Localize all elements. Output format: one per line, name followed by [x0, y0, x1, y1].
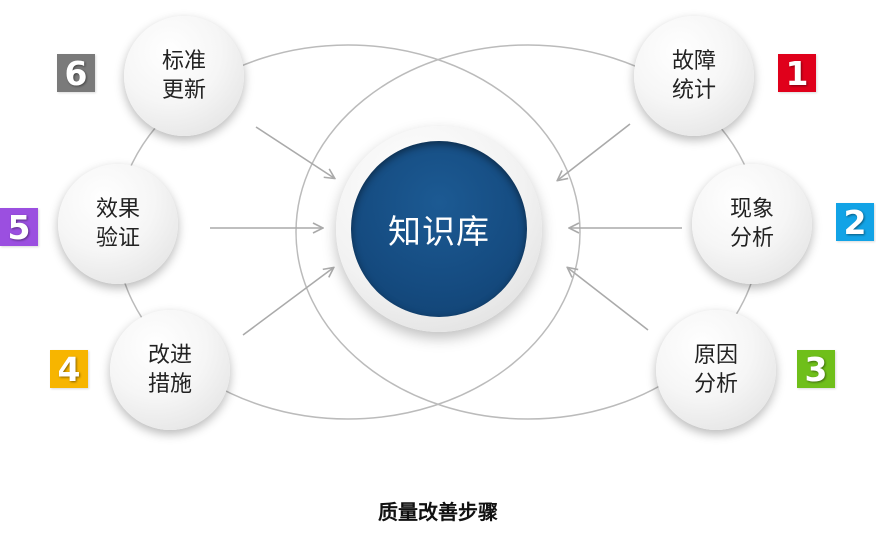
- step-5-line-1: 效果: [95, 197, 140, 222]
- step-2-badge: 2: [836, 203, 874, 242]
- step-2-line-2: 分析: [729, 226, 774, 251]
- arrow-from-step-4: [242, 268, 333, 336]
- step-node-5: 效果 验证: [58, 164, 178, 284]
- step-5-badge: 5: [0, 208, 38, 247]
- step-6-badge: 6: [57, 54, 95, 93]
- step-node-4: 改进 措施: [110, 310, 230, 430]
- step-6-line-1: 标准: [161, 49, 206, 74]
- arrow-from-step-3: [568, 268, 649, 331]
- step-5-line-2: 验证: [95, 226, 140, 251]
- knowledge-base-node: 知识库: [336, 126, 542, 332]
- step-4-line-2: 措施: [147, 372, 192, 397]
- step-1-line-2: 统计: [671, 78, 716, 103]
- arrow-from-step-1: [558, 123, 631, 180]
- step-4-line-1: 改进: [147, 343, 192, 368]
- step-1-line-1: 故障: [671, 49, 716, 74]
- step-3-badge: 3: [797, 350, 835, 389]
- step-node-6: 标准 更新: [124, 16, 244, 136]
- knowledge-base-label: 知识库: [388, 212, 490, 251]
- step-6-line-2: 更新: [161, 78, 206, 103]
- step-1-badge: 1: [778, 54, 816, 93]
- step-node-1: 故障 统计: [634, 16, 754, 136]
- step-node-2: 现象 分析: [692, 164, 812, 284]
- step-2-line-1: 现象: [729, 197, 774, 222]
- arrow-from-step-6: [255, 126, 334, 178]
- knowledge-base-inner: 知识库: [351, 141, 527, 317]
- diagram-caption: 质量改善步骤: [378, 500, 498, 524]
- step-node-3: 原因 分析: [656, 310, 776, 430]
- step-3-line-2: 分析: [693, 372, 738, 397]
- step-3-line-1: 原因: [693, 343, 738, 368]
- step-4-badge: 4: [50, 350, 88, 389]
